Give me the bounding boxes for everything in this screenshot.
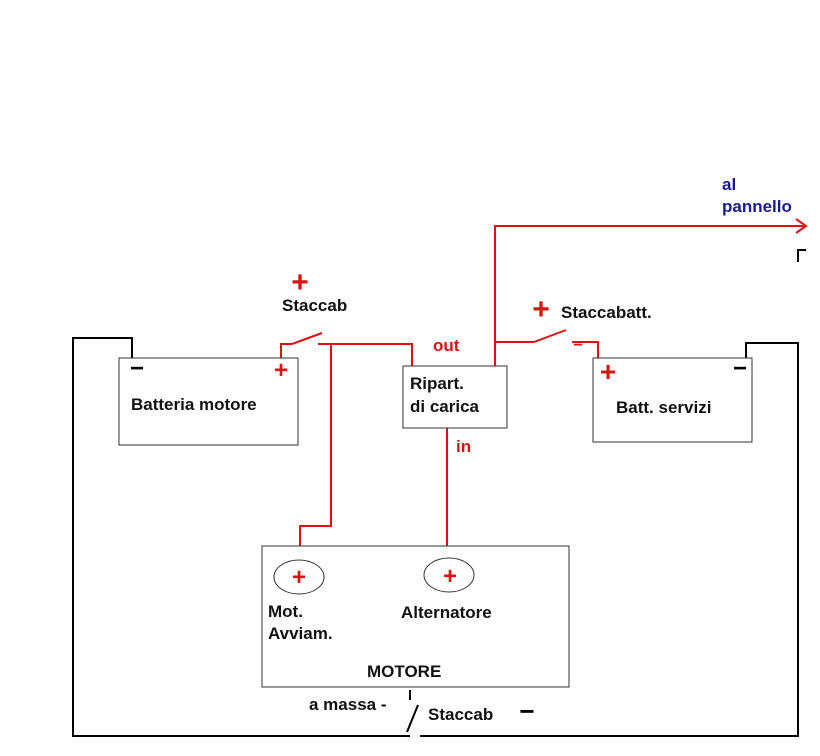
wire-engine-battery-to-switch <box>280 343 292 358</box>
label-battery-engine: Batteria motore <box>131 395 257 414</box>
label-switch-services: Staccabatt. <box>561 303 652 322</box>
label-starter-line1: Mot. <box>268 602 303 621</box>
label-starter-line2: Avviam. <box>268 624 333 643</box>
label-ground: a massa - <box>309 695 387 714</box>
wire-switch-to-starter <box>299 344 332 560</box>
plus-engine-battery: + <box>274 357 288 384</box>
plus-switch-engine: + <box>291 266 309 299</box>
alternator-terminal <box>423 557 475 593</box>
label-engine: MOTORE <box>367 662 441 681</box>
label-alternator: Alternatore <box>401 603 492 622</box>
wire-switch-to-splitter <box>318 343 413 366</box>
plus-starter: + <box>292 564 306 591</box>
engine-battery-box <box>118 357 299 446</box>
label-out: out <box>433 336 460 355</box>
splitter-box <box>402 365 508 429</box>
minus-services-battery: − <box>733 355 747 382</box>
label-splitter-line1: Ripart. <box>410 374 464 393</box>
plus-services-battery: + <box>600 356 616 387</box>
label-battery-services: Batt. servizi <box>616 398 711 417</box>
minus-ground-switch: − <box>519 696 534 726</box>
starter-terminal <box>273 559 325 595</box>
negative-wire-services-battery <box>420 342 799 737</box>
label-switch-ground: Staccab <box>428 705 493 724</box>
negative-wire-engine-battery <box>72 337 410 737</box>
wire-splitter-to-panel <box>494 225 806 366</box>
ground-switch-lever <box>406 704 419 733</box>
plus-alternator: + <box>443 563 457 590</box>
label-panel-line2: pannello <box>722 197 792 216</box>
switch-engine-lever <box>291 332 323 345</box>
switch-services-lever <box>533 329 567 343</box>
minus-engine-battery: − <box>130 355 144 382</box>
label-switch-engine: Staccab <box>282 296 347 315</box>
panel-return-arrow <box>797 249 806 262</box>
wire-services-switch-to-battery <box>572 341 599 358</box>
panel-arrowhead <box>795 218 808 234</box>
services-battery-box <box>592 357 753 443</box>
label-splitter-line2: di carica <box>410 397 480 416</box>
plus-switch-services: + <box>532 293 550 326</box>
label-panel-line1: al <box>722 175 736 194</box>
engine-box <box>261 545 570 688</box>
minus-services-switch-stub: − <box>573 337 582 354</box>
label-in: in <box>456 437 471 456</box>
